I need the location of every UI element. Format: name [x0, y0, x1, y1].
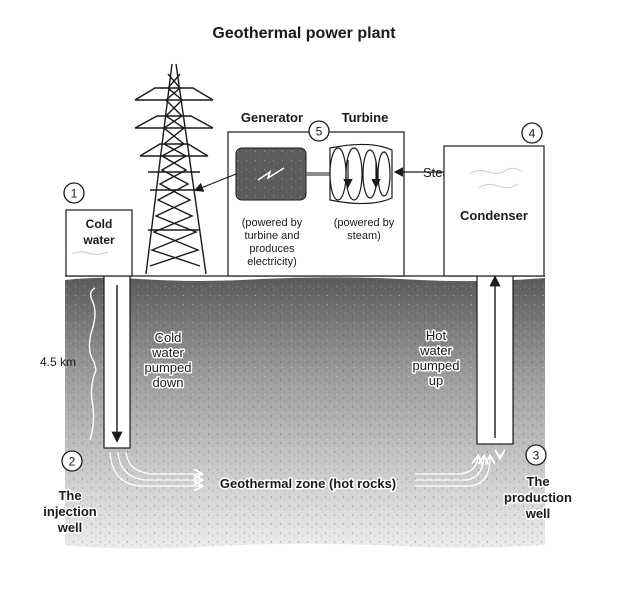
generator-note-3: produces — [249, 243, 295, 255]
cold-water-pumped-label: Cold water pumped down — [143, 329, 193, 392]
geothermal-flow-arrows — [109, 452, 500, 486]
hot-pumped-line-1: Hot — [426, 328, 447, 343]
condenser: Condenser — [443, 145, 545, 277]
injection-well-line-2: injection — [43, 504, 97, 519]
cold-water-label-1: Cold — [86, 217, 113, 231]
cold-pumped-line-2: water — [151, 345, 184, 360]
hot-pumped-line-2: water — [419, 343, 452, 358]
step-number-3: 3 — [533, 449, 540, 463]
cold-pumped-line-4: down — [152, 375, 183, 390]
geothermal-zone-label: Geothermal zone (hot rocks) — [220, 476, 396, 491]
depth-bracket: 4.5 km — [40, 287, 97, 441]
hot-pumped-line-4: up — [429, 373, 443, 388]
ground — [65, 275, 545, 549]
electricity-arrow — [193, 173, 237, 192]
cold-water-label-2: water — [82, 233, 115, 247]
injection-well-pipe — [103, 275, 131, 449]
turbine-label: Turbine — [342, 110, 389, 125]
step-marker-3: 3 — [525, 444, 547, 466]
injection-well-line-3: well — [57, 520, 83, 535]
injection-well-line-1: The — [58, 488, 81, 503]
step-number-1: 1 — [71, 187, 78, 201]
generator-label: Generator — [241, 110, 303, 125]
generator — [235, 147, 330, 201]
production-well-line-1: The — [526, 474, 549, 489]
production-well-line-2: production — [504, 490, 572, 505]
turbine-note-2: steam) — [347, 230, 381, 242]
cold-pumped-line-1: Cold — [155, 330, 182, 345]
step-number-2: 2 — [69, 455, 76, 469]
injection-well-label: The injection well — [42, 487, 99, 537]
condenser-label: Condenser — [460, 208, 528, 223]
step-marker-2: 2 — [61, 450, 83, 472]
generator-note-4: electricity) — [247, 256, 297, 268]
production-well-line-3: well — [525, 506, 551, 521]
hot-water-pumped-label: Hot water pumped up — [411, 327, 461, 390]
generator-note-1: (powered by — [242, 217, 303, 229]
power-station-building: Generator Turbine (powered by turbine an… — [227, 110, 405, 277]
production-well-label: The production well — [503, 473, 574, 523]
depth-label: 4.5 km — [40, 355, 76, 369]
hot-pumped-line-3: pumped — [413, 358, 460, 373]
production-well-pipe — [476, 275, 514, 445]
step-marker-4: 4 — [521, 122, 543, 144]
step-marker-5: 5 — [308, 120, 330, 142]
turbine — [329, 143, 393, 205]
cold-pumped-line-3: pumped — [145, 360, 192, 375]
generator-note-2: turbine and — [244, 230, 299, 242]
electricity-pylon — [134, 63, 214, 275]
step-number-4: 4 — [529, 127, 536, 141]
diagram-title: Geothermal power plant — [212, 25, 396, 42]
turbine-note-1: (powered by — [334, 217, 395, 229]
step-marker-1: 1 — [63, 182, 85, 204]
cold-water-tank: Cold water — [65, 209, 133, 277]
step-number-5: 5 — [316, 125, 323, 139]
